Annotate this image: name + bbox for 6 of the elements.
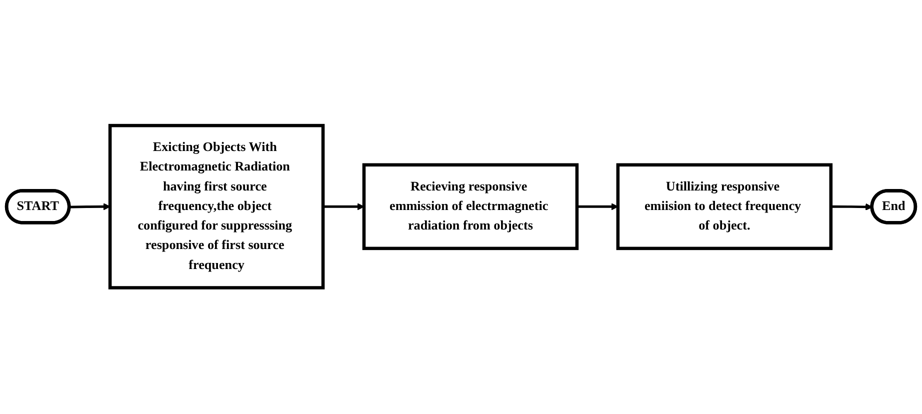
arrow [69,203,110,211]
node-box: Recieving responsive emmission of electrmagnetic radiation from objects [362,164,579,250]
arrow [576,203,618,211]
node-box: Exicting Objects With Electromagnetic Radiation having first source frequency,the object configured for suppresssing responsive of first source frequency [108,124,325,290]
node-box: Utillizing responsive emiision to detect frequency of object. [616,164,833,250]
arrow [323,203,364,211]
